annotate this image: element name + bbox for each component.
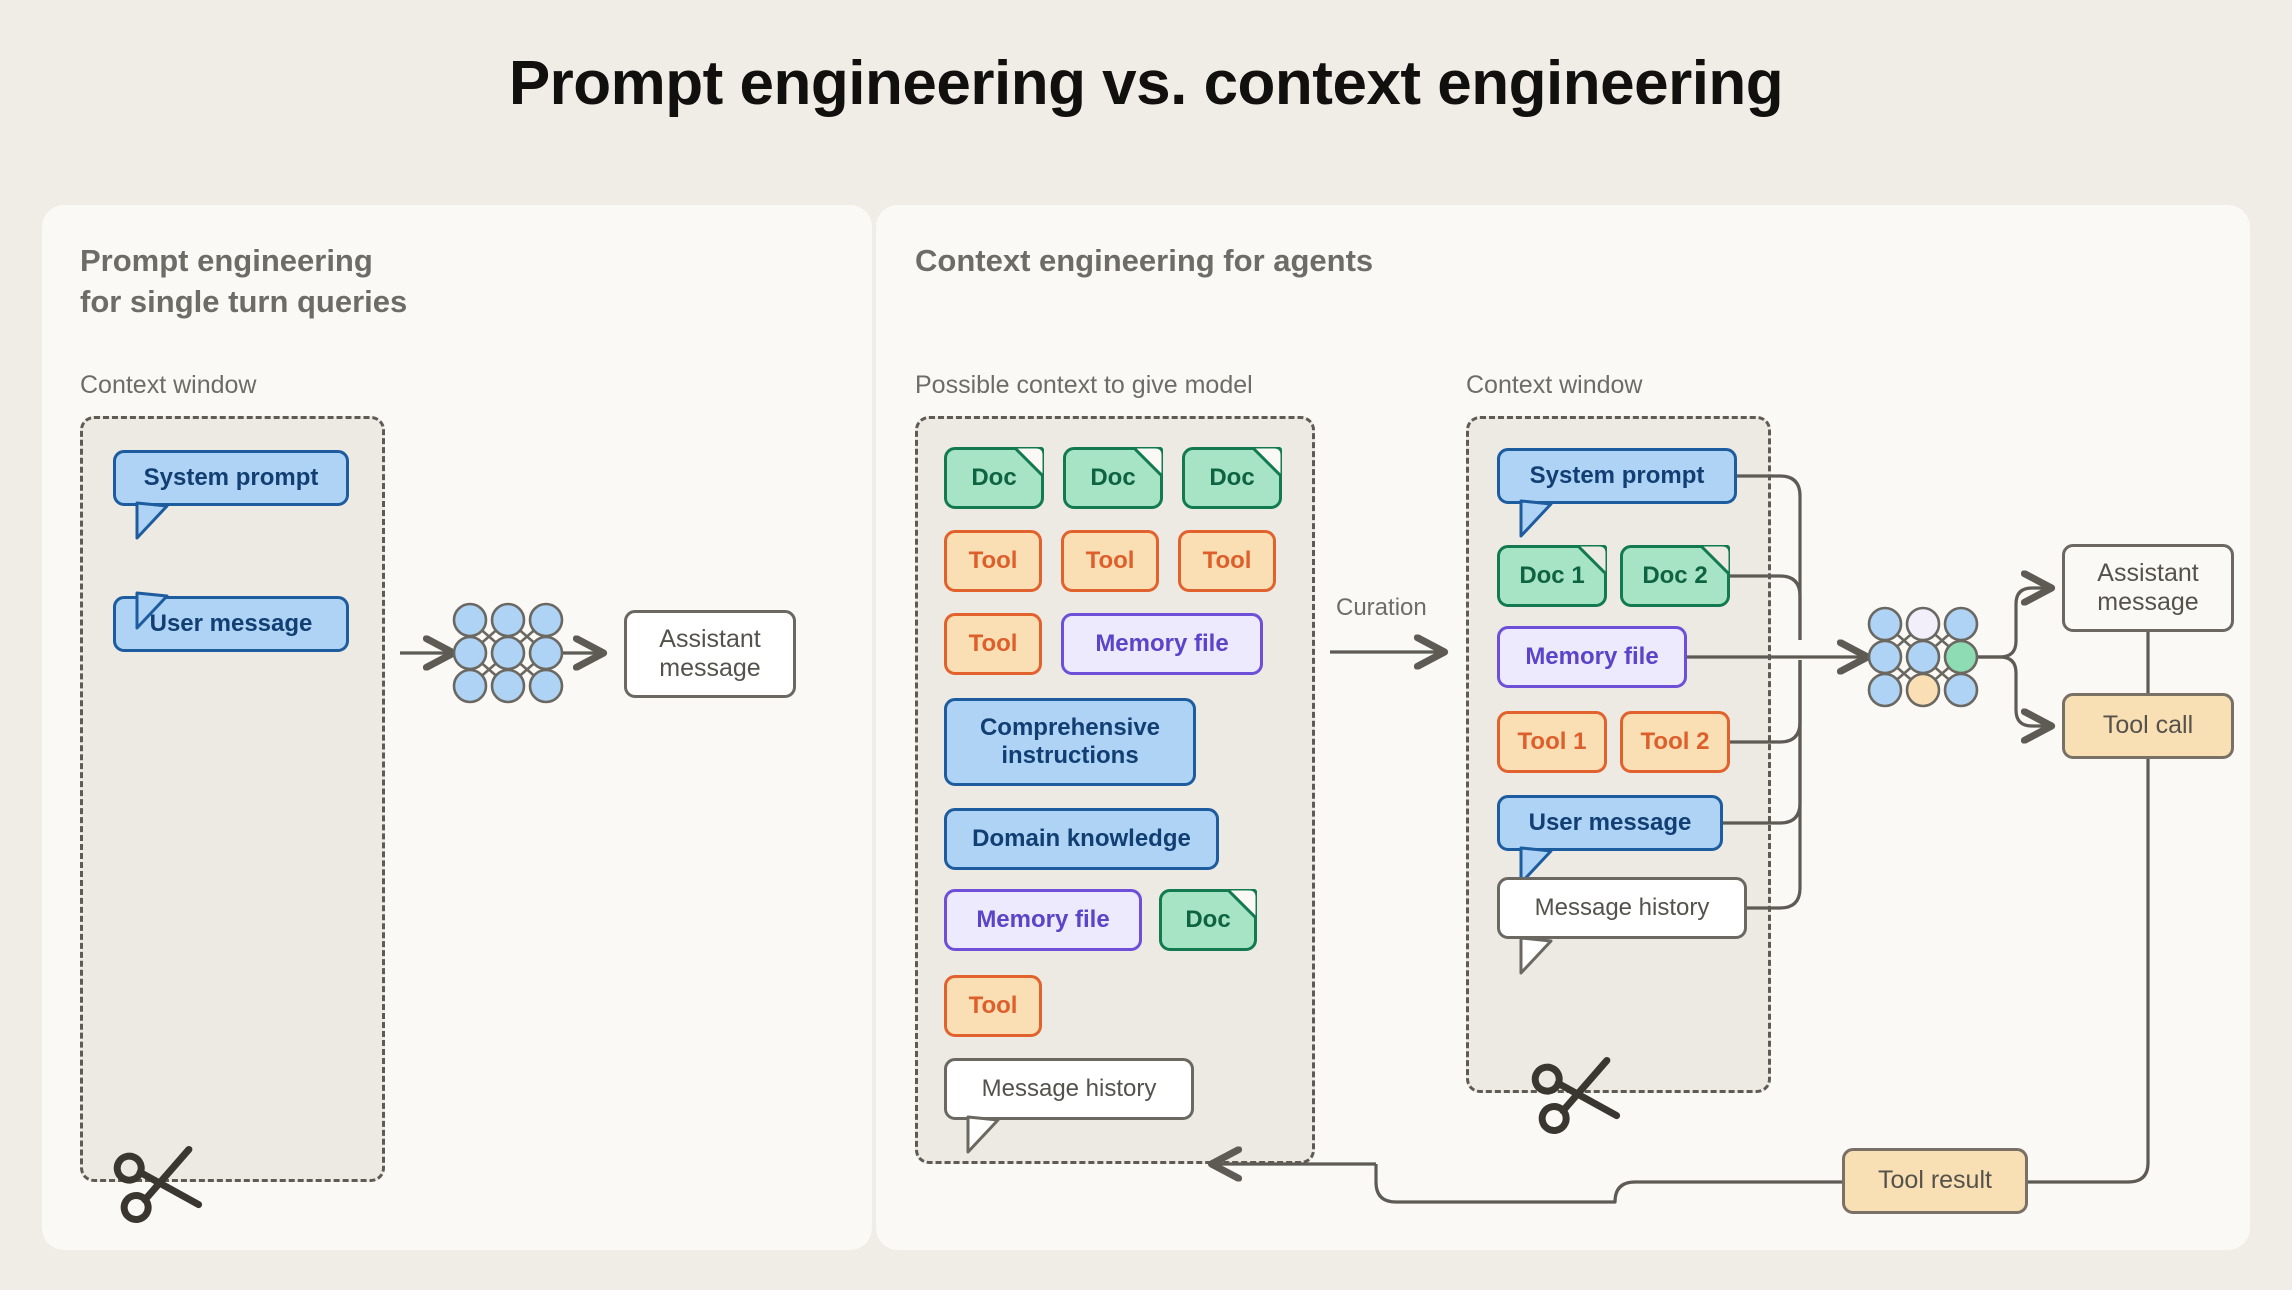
user-message-label: User message: [1528, 808, 1692, 836]
tool-label: Tool 1: [1517, 727, 1587, 755]
tool-label: Tool: [968, 629, 1018, 657]
assistant-message-box[interactable]: Assistant message: [2062, 544, 2234, 632]
doc-label: Doc: [1090, 463, 1136, 491]
memory-file-label: Memory file: [1095, 629, 1229, 657]
doc-fold-icon: [1227, 889, 1257, 919]
doc-label: Doc 1: [1519, 561, 1585, 589]
comprehensive-instructions-label: Comprehensive instructions: [979, 713, 1161, 769]
possible-doc-1[interactable]: Doc: [944, 447, 1044, 509]
possible-context-box: [915, 416, 1315, 1164]
possible-tool-3[interactable]: Tool: [1178, 530, 1276, 592]
doc-fold-icon: [1014, 447, 1044, 477]
left-panel-title: Prompt engineering for single turn queri…: [80, 243, 408, 320]
doc-fold-icon: [1577, 545, 1607, 575]
tool-call-box[interactable]: Tool call: [2062, 693, 2234, 759]
tool-label: Tool 2: [1640, 727, 1710, 755]
right-panel-title: Context engineering for agents: [915, 243, 1374, 278]
possible-doc-2[interactable]: Doc: [1063, 447, 1163, 509]
left-assistant-message-label: Assistant message: [659, 624, 761, 683]
possible-context-label: Possible context to give model: [915, 371, 1253, 399]
cw-doc-2[interactable]: Doc 2: [1620, 545, 1730, 607]
system-prompt-label: System prompt: [1529, 461, 1705, 489]
tool-label: Tool: [968, 546, 1018, 574]
possible-tool-1[interactable]: Tool: [944, 530, 1042, 592]
doc-label: Doc 2: [1642, 561, 1708, 589]
cw-memory-file[interactable]: Memory file: [1497, 626, 1687, 688]
message-history-label: Message history: [1534, 893, 1710, 921]
doc-label: Doc: [1185, 905, 1231, 933]
doc-label: Doc: [971, 463, 1017, 491]
doc-fold-icon: [1133, 447, 1163, 477]
possible-doc-3[interactable]: Doc: [1182, 447, 1282, 509]
possible-comprehensive-instructions[interactable]: Comprehensive instructions: [944, 698, 1196, 786]
cw-doc-1[interactable]: Doc 1: [1497, 545, 1607, 607]
left-user-message-chip[interactable]: User message: [113, 596, 349, 652]
tool-result-label: Tool result: [1878, 1166, 1992, 1195]
possible-message-history[interactable]: Message history: [944, 1058, 1194, 1120]
curation-label: Curation: [1336, 594, 1427, 621]
tool-label: Tool: [968, 991, 1018, 1019]
possible-tool-4[interactable]: Tool: [944, 613, 1042, 675]
cw-system-prompt[interactable]: System prompt: [1497, 448, 1737, 504]
memory-file-label: Memory file: [1525, 642, 1659, 670]
page-title: Prompt engineering vs. context engineeri…: [508, 49, 1784, 118]
left-assistant-message-box[interactable]: Assistant message: [624, 610, 796, 698]
doc-fold-icon: [1252, 447, 1282, 477]
doc-fold-icon: [1700, 545, 1730, 575]
left-context-window-box: [80, 416, 385, 1182]
possible-tool-2[interactable]: Tool: [1061, 530, 1159, 592]
cw-tool-2[interactable]: Tool 2: [1620, 711, 1730, 773]
left-context-window-label: Context window: [80, 371, 257, 399]
domain-knowledge-label: Domain knowledge: [972, 824, 1191, 852]
left-user-message-label: User message: [149, 609, 313, 637]
possible-doc-4[interactable]: Doc: [1159, 889, 1257, 951]
possible-memory-file-2[interactable]: Memory file: [944, 889, 1142, 951]
possible-memory-file-1[interactable]: Memory file: [1061, 613, 1263, 675]
memory-file-label: Memory file: [976, 905, 1110, 933]
assistant-message-label: Assistant message: [2097, 558, 2199, 617]
right-context-window-label: Context window: [1466, 371, 1643, 399]
left-system-prompt-label: System prompt: [143, 463, 319, 491]
cw-message-history[interactable]: Message history: [1497, 877, 1747, 939]
message-history-label: Message history: [981, 1074, 1157, 1102]
tool-result-box[interactable]: Tool result: [1842, 1148, 2028, 1214]
possible-tool-5[interactable]: Tool: [944, 975, 1042, 1037]
doc-label: Doc: [1209, 463, 1255, 491]
tool-label: Tool: [1085, 546, 1135, 574]
tool-label: Tool: [1202, 546, 1252, 574]
cw-user-message[interactable]: User message: [1497, 795, 1723, 851]
cw-tool-1[interactable]: Tool 1: [1497, 711, 1607, 773]
possible-domain-knowledge[interactable]: Domain knowledge: [944, 808, 1219, 870]
tool-call-label: Tool call: [2102, 711, 2194, 740]
left-system-prompt-chip[interactable]: System prompt: [113, 450, 349, 506]
